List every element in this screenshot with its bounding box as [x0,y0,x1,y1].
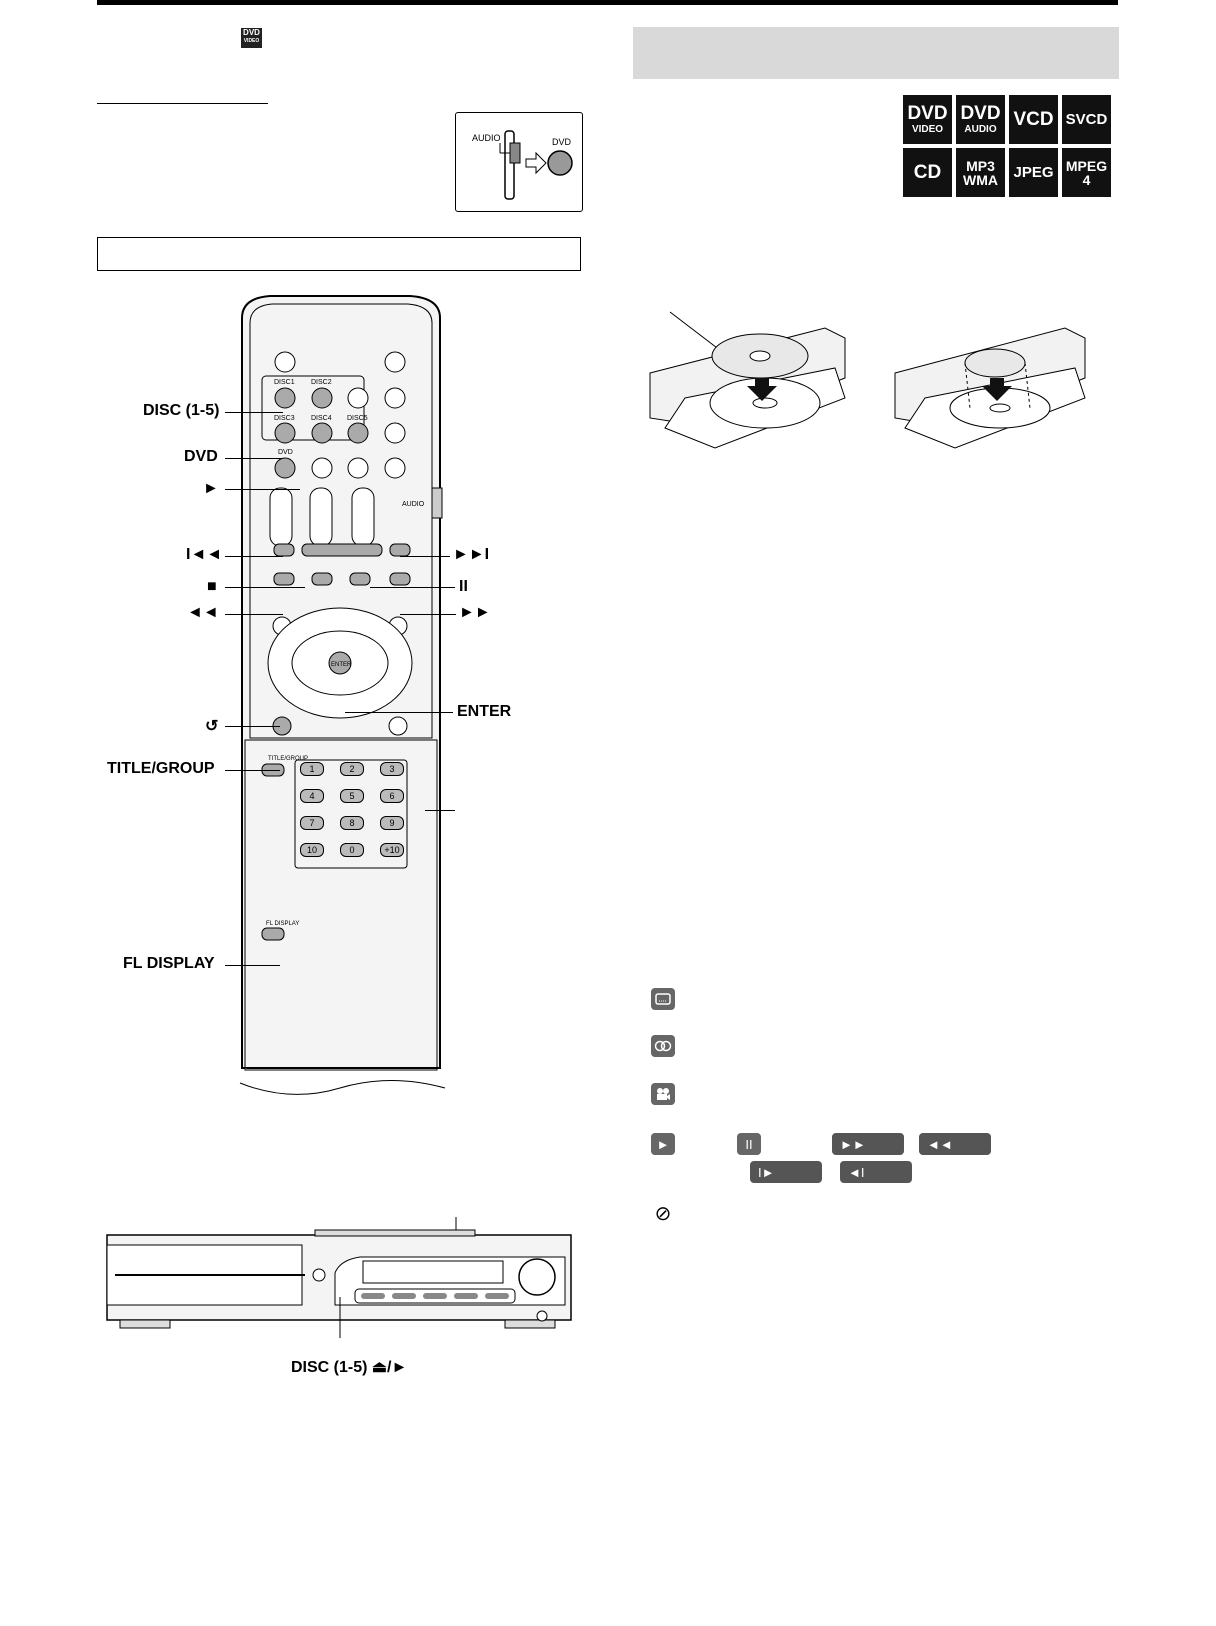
callout-line-enter [345,712,453,713]
callout-enter: ENTER [457,703,512,720]
callout-line-title-group [225,770,280,771]
key-2: 2 [340,762,364,776]
key-5: 5 [340,789,364,803]
disc3-key-label: DISC3 [274,415,295,422]
subtitle-icon [651,988,675,1010]
callout-return: ↺ [205,718,219,735]
section-underline [97,103,268,104]
rewind-status-icon: ◄◄ [919,1133,991,1155]
section-caption-box [97,237,581,271]
callout-pause: II [459,578,468,595]
key-4: 4 [300,789,324,803]
callout-line-disc [225,412,283,413]
callout-line-rewind [225,614,283,615]
callout-fl-display: FL DISPLAY [123,955,215,972]
callout-stop: ■ [207,578,217,595]
play-status-icon: ► [651,1133,675,1155]
fast-forward-status-icon: ►► [832,1133,904,1155]
key-plus-10: +10 [380,843,404,857]
angle-icon [651,1083,675,1105]
dvd-video-badge-small: DVD VIDEO [241,28,262,48]
callout-line-prev [225,556,283,557]
callout-dvd: DVD [184,448,218,465]
key-9: 9 [380,816,404,830]
audio-side-switch-label: AUDIO [402,501,425,508]
title-group-key-label: TITLE/GROUP [268,756,308,762]
dvd-switch-label: DVD [552,137,572,147]
callout-prev: I◄◄ [186,546,223,563]
callout-line-pause [370,587,455,588]
disc-tray-illustration-left [649,311,846,449]
number-keypad: 1 2 3 4 5 6 7 8 9 10 0 +10 [300,762,412,857]
callout-line-return [225,726,280,727]
callout-disc-1-5: DISC (1-5) [143,402,220,419]
callout-line-play [225,489,300,490]
callout-rewind: ◄◄ [187,604,219,621]
callout-line-dvd [225,458,283,459]
audio-dvd-switch-illustration: AUDIO DVD [455,112,583,212]
callout-line-keypad [425,810,455,811]
fl-display-key-label: FL DISPLAY [266,921,299,927]
remote-control-illustration: DISC1 DISC2 DISC3 DISC4 DISC5 DVD AUDIO … [239,295,446,1138]
key-8: 8 [340,816,364,830]
format-badge-vcd: VCD [1009,95,1058,144]
disc5-key-label: DISC5 [347,415,368,422]
key-7: 7 [300,816,324,830]
disc4-key-label: DISC4 [311,415,332,422]
format-badge-svcd: SVCD [1062,95,1111,144]
section-header-bar [633,27,1119,79]
key-1: 1 [300,762,324,776]
format-badge-cd: CD [903,148,952,197]
key-6: 6 [380,789,404,803]
enter-key-label: ENTER [331,662,352,668]
callout-line-stop [225,587,305,588]
callout-next: ►►I [453,546,490,563]
callout-fast-forward: ►► [459,604,491,621]
callout-line-next [400,556,450,557]
dvd-key-label: DVD [278,449,293,456]
slow-reverse-status-icon: ◄I [840,1161,912,1183]
disc2-key-label: DISC2 [311,379,332,386]
top-rule [97,0,1118,5]
callout-line-fast-forward [400,614,456,615]
pause-status-icon: II [737,1133,761,1155]
main-unit-illustration [106,1217,572,1338]
audio-icon [651,1035,675,1057]
slow-forward-status-icon: I► [750,1161,822,1183]
callout-line-fl-display [225,965,280,966]
key-3: 3 [380,762,404,776]
prohibited-icon: ⊘ [654,1203,672,1225]
callout-disc-eject-play: DISC (1-5) ⏏/► [291,1359,408,1376]
key-0: 0 [340,843,364,857]
audio-switch-label: AUDIO [472,133,501,143]
callout-play: ► [203,480,219,497]
disc1-key-label: DISC1 [274,379,295,386]
key-10: 10 [300,843,324,857]
disc-tray-illustration-right [894,327,1086,449]
callout-title-group: TITLE/GROUP [107,760,215,777]
format-badge-jpeg: JPEG [1009,148,1058,197]
